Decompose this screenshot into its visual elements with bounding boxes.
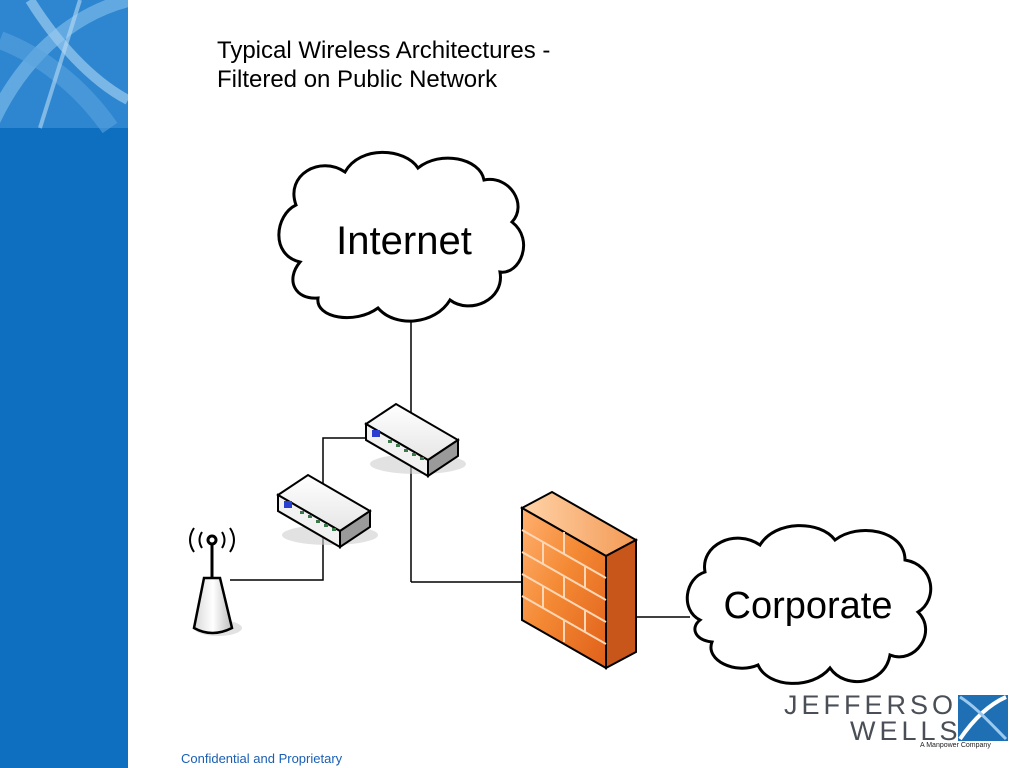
corporate-cloud-shape [685, 524, 933, 685]
slide-title: Typical Wireless Architectures - Filtere… [217, 36, 550, 94]
logo-line-2: WELLS [850, 716, 962, 746]
corporate-label: Corporate [724, 585, 893, 627]
firewall-bricks [521, 529, 607, 645]
company-logo: JEFFERSON WELLS A Manpower Company [780, 690, 1010, 756]
title-line-1: Typical Wireless Architectures - [217, 37, 551, 64]
logo-tagline: A Manpower Company [920, 742, 991, 749]
sidebar-decoration [0, 0, 128, 768]
internet-label: Internet [336, 219, 472, 263]
logo-line-1: JEFFERSON [784, 690, 981, 720]
switch-upper [364, 402, 466, 478]
access-point-body [192, 576, 234, 635]
firewall [519, 490, 639, 670]
sidebar-swoosh-graphic [0, 0, 128, 768]
internet-cloud: Internet [277, 150, 525, 323]
antenna-tip [206, 534, 218, 546]
logo-mark-icon [958, 695, 1008, 741]
footer-confidential: Confidential and Proprietary [181, 751, 343, 766]
wireless-access-point [189, 527, 242, 636]
switch-lower [276, 473, 378, 549]
title-line-2: Filtered on Public Network [217, 66, 498, 93]
internet-cloud-shape [277, 150, 525, 323]
corporate-cloud: Corporate [685, 524, 933, 685]
